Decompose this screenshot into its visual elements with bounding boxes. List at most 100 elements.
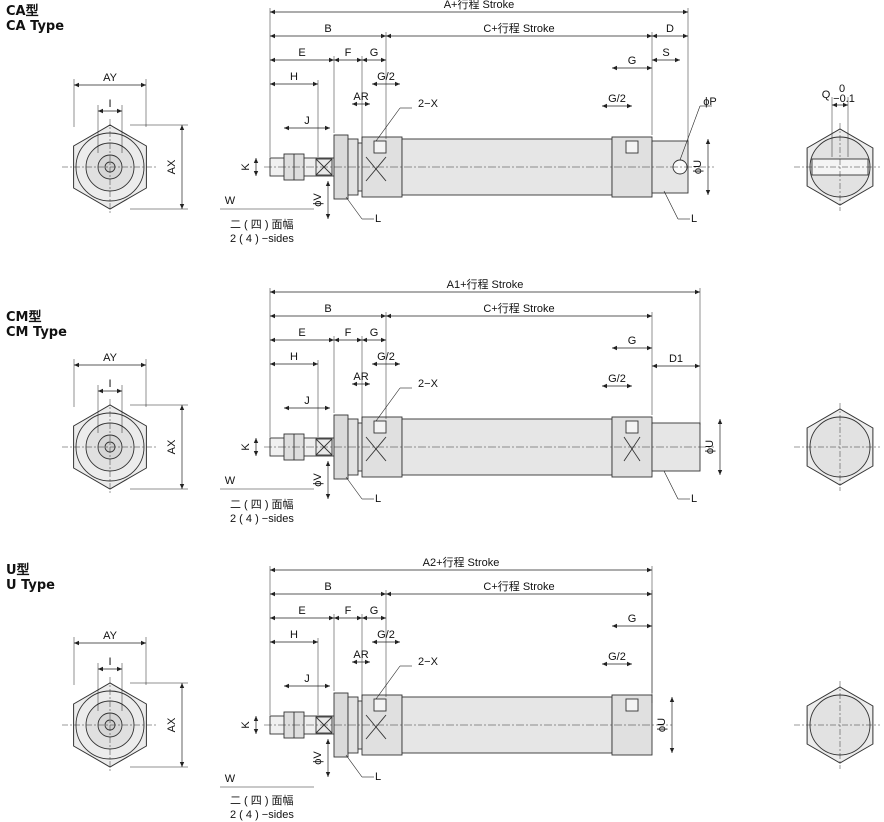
ca-dim-c-arrow-right xyxy=(647,33,652,39)
u-sides-note-cn: 二 ( 四 ) 面幅 xyxy=(230,794,294,807)
u-dim-u-arrow-bottom xyxy=(669,748,675,753)
ca-dim-u-arrow-bottom xyxy=(705,190,711,195)
cm-type-title-cn: CM型 xyxy=(6,310,42,325)
ca-dim-p-label: ϕP xyxy=(703,96,717,108)
ca-dim-g-rear-arrow-left xyxy=(612,65,617,71)
cm-dim-u-arrow-bottom xyxy=(717,470,723,475)
u-dim-c-arrow-left xyxy=(386,591,391,597)
ca-dim-f-label: F xyxy=(345,47,352,59)
cm-dim-c-arrow-right xyxy=(647,313,652,319)
ca-dim-ay-label: AY xyxy=(103,72,118,84)
ca-dim-k-label: K xyxy=(240,163,252,171)
u-dim-i-arrow-right xyxy=(117,666,122,672)
ca-dim-f-arrow-right xyxy=(357,57,362,63)
ca-dim-g2-front-arrow-left xyxy=(372,81,377,87)
u-dim-c-arrow-right xyxy=(647,591,652,597)
cm-dim-d-label: D1 xyxy=(669,353,683,365)
cm-dim-ax-arrow-top xyxy=(179,405,185,410)
cm-dim-l-rear-label: L xyxy=(691,493,697,505)
ca-dim-g2-rear-arrow-left xyxy=(602,103,607,109)
u-dim-c-label: C+行程 Stroke xyxy=(483,580,554,593)
cm-dim-j-arrow-left xyxy=(284,405,289,411)
ca-head-cover-port xyxy=(625,140,639,154)
u-dim-ax-arrow-bottom xyxy=(179,762,185,767)
ca-dim-i-arrow-right xyxy=(117,108,122,114)
ca-dim-g2-rear-arrow-right xyxy=(627,103,632,109)
ca-dim-e-arrow-right xyxy=(329,57,334,63)
ca-dim-s-arrow-right xyxy=(675,57,680,63)
u-sides-note-en: 2 ( 4 ) −sides xyxy=(230,809,294,821)
ca-dim-g-rear-label: G xyxy=(628,55,637,67)
cm-dim-ar-arrow-left xyxy=(352,381,357,387)
u-dim-g2-front-arrow-right xyxy=(395,639,400,645)
u-dim-ar-arrow-right xyxy=(365,659,370,665)
u-dim-g-rear-arrow-left xyxy=(612,623,617,629)
cm-dim-ax-arrow-bottom xyxy=(179,484,185,489)
ca-dim-d-label: D xyxy=(666,23,674,35)
ca-dim-s-arrow-left xyxy=(652,57,657,63)
ca-type-title-cn: CA型 xyxy=(6,4,39,19)
u-dim-v-arrow-bottom xyxy=(325,772,331,777)
u-dim-ax-arrow-top xyxy=(179,683,185,688)
cm-dim-l-front-leader xyxy=(345,476,363,500)
cm-dim-f-label: F xyxy=(345,327,352,339)
u-dim-v-label: ϕV xyxy=(312,751,324,765)
u-dim-g-front-arrow-right xyxy=(381,615,386,621)
u-dim-g-rear-label: G xyxy=(628,613,637,625)
cm-dim-g-front-arrow-right xyxy=(381,337,386,343)
u-dim-ay-arrow-right xyxy=(141,640,146,646)
cm-dim-v-arrow-bottom xyxy=(325,494,331,499)
u-type-title: U型 U Type xyxy=(6,563,55,593)
u-dim-g2-front-label: G/2 xyxy=(377,629,395,641)
ca-dim-q-arrow-right xyxy=(843,102,848,108)
cm-dim-f-arrow-left xyxy=(334,337,339,343)
cm-head-cover-x2 xyxy=(623,436,641,462)
ca-rod-cover-port xyxy=(373,140,387,154)
ca-dim-g-front-label: G xyxy=(370,47,379,59)
ca-dim-ar-arrow-right xyxy=(365,101,370,107)
cm-dim-v-label: ϕV xyxy=(312,473,324,487)
cm-sides-note-cn: 二 ( 四 ) 面幅 xyxy=(230,498,294,511)
ca-dim-v-arrow-top xyxy=(325,181,331,186)
ca-dim-j-arrow-left xyxy=(284,125,289,131)
u-dim-e-arrow-right xyxy=(329,615,334,621)
u-dim-2x-leader xyxy=(375,665,401,700)
u-dim-ay-arrow-left xyxy=(74,640,79,646)
u-rod-cover-x2 xyxy=(365,714,387,740)
cm-dim-u-arrow-top xyxy=(717,419,723,424)
ca-rod-cover-x2 xyxy=(365,156,387,182)
cm-dim-d-arrow-right xyxy=(695,363,700,369)
ca-dim-l-front-label: L xyxy=(375,213,381,225)
ca-dim-i-arrow-left xyxy=(98,108,103,114)
u-dim-h-label: H xyxy=(290,629,298,641)
cm-dim-b-label: B xyxy=(324,303,331,315)
ca-dim-d-arrow-left xyxy=(652,33,657,39)
ca-dim-2x-label: 2−X xyxy=(418,98,439,110)
cm-dim-ay-arrow-right xyxy=(141,362,146,368)
ca-sides-note-cn: 二 ( 四 ) 面幅 xyxy=(230,218,294,231)
cm-dim-g2-front-arrow-right xyxy=(395,361,400,367)
u-dim-u-label: ϕU xyxy=(656,718,668,732)
ca-dim-overall-arrow-left xyxy=(270,9,275,15)
cm-dim-overall-arrow-left xyxy=(270,289,275,295)
u-dim-k-arrow-bottom xyxy=(253,729,259,734)
cm-type-title-en: CM Type xyxy=(6,325,67,340)
u-dim-j-arrow-right xyxy=(325,683,330,689)
u-dim-h-arrow-left xyxy=(270,639,275,645)
cm-sides-note-en: 2 ( 4 ) −sides xyxy=(230,513,294,525)
ca-dim-w-label: W xyxy=(225,195,236,207)
cm-dim-e-arrow-left xyxy=(270,337,275,343)
u-dim-h-arrow-right xyxy=(313,639,318,645)
u-dim-k-label: K xyxy=(240,721,252,729)
ca-dim-h-label: H xyxy=(290,71,298,83)
ca-dim-g2-front-label: G/2 xyxy=(377,71,395,83)
cm-dim-h-label: H xyxy=(290,351,298,363)
u-dim-ar-label: AR xyxy=(353,649,368,661)
cm-dim-ax-label: AX xyxy=(166,439,178,454)
u-dim-f-arrow-right xyxy=(357,615,362,621)
ca-dim-v-arrow-bottom xyxy=(325,214,331,219)
ca-dim-ar-label: AR xyxy=(353,91,368,103)
ca-dim-g-front-arrow-right xyxy=(381,57,386,63)
